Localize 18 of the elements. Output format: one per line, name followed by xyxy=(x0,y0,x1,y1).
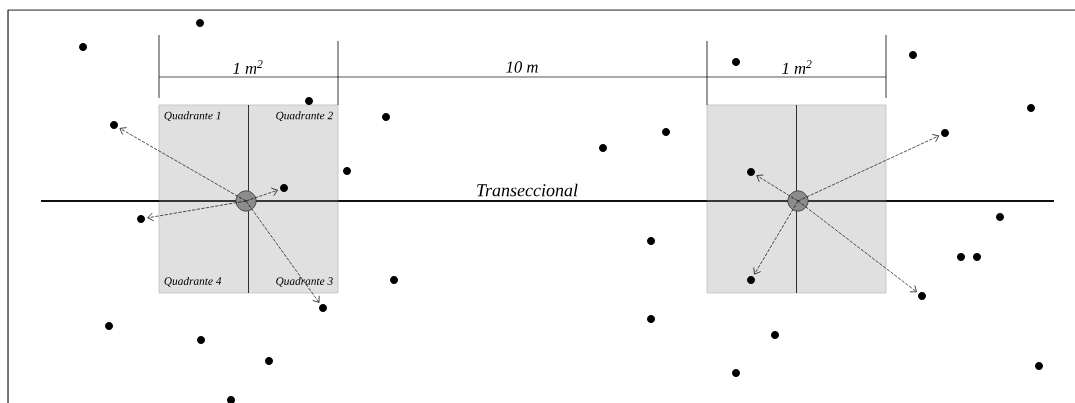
quadrat-square xyxy=(706,104,887,294)
dimension-label: 10 m xyxy=(506,61,538,73)
arrow xyxy=(756,174,799,202)
arrow xyxy=(147,200,247,222)
arrow xyxy=(797,200,917,293)
arrow xyxy=(753,200,799,275)
arrow xyxy=(245,187,278,202)
arrow xyxy=(797,134,940,202)
quadrant-label: Quadrante 4 xyxy=(164,276,222,287)
dimension-label: 1 m$^{2}$ xyxy=(233,60,263,74)
transect-label: Transeccional xyxy=(477,183,578,197)
quadrat-square xyxy=(158,104,339,294)
quadrant-label: Quadrante 2 xyxy=(276,111,333,122)
arrow xyxy=(245,200,320,303)
quadrant-label: Quadrante 3 xyxy=(276,276,333,287)
quadrant-label: Quadrante 1 xyxy=(164,111,221,122)
dimension-label: 1 m$^{2}$ xyxy=(782,60,812,74)
arrow xyxy=(119,127,247,202)
